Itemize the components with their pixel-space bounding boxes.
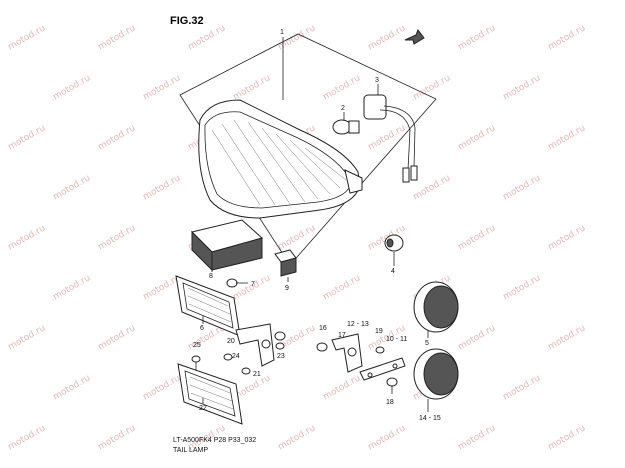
watermark-text: motod.ru bbox=[547, 423, 588, 452]
watermark-text: motod.ru bbox=[457, 423, 498, 452]
callout-3: 3 bbox=[375, 77, 379, 84]
watermark-text: motod.ru bbox=[547, 123, 588, 152]
watermark-text: motod.ru bbox=[7, 423, 48, 452]
bolt-25 bbox=[191, 355, 201, 370]
watermark-text: motod.ru bbox=[52, 173, 93, 202]
bracket-right bbox=[331, 333, 363, 373]
watermark-text: motod.ru bbox=[412, 173, 453, 202]
reflector-lower bbox=[177, 363, 243, 425]
watermark-text: motod.ru bbox=[457, 123, 498, 152]
watermark-text: motod.ru bbox=[502, 273, 543, 302]
watermark-text: motod.ru bbox=[322, 373, 363, 402]
small-cushion bbox=[274, 249, 297, 277]
callout-16: 16 bbox=[319, 325, 327, 332]
watermark-text: motod.ru bbox=[97, 423, 138, 452]
washer-20 bbox=[223, 353, 233, 361]
watermark-text: motod.ru bbox=[7, 123, 48, 152]
watermark-text: motod.ru bbox=[547, 323, 588, 352]
bulb bbox=[332, 119, 360, 135]
watermark-text: motod.ru bbox=[547, 23, 588, 52]
watermark-text: motod.ru bbox=[142, 73, 183, 102]
nut-7 bbox=[226, 278, 238, 288]
watermark-text: motod.ru bbox=[187, 23, 228, 52]
watermark-text: motod.ru bbox=[322, 273, 363, 302]
watermark-text: motod.ru bbox=[457, 223, 498, 252]
watermark-text: motod.ru bbox=[367, 23, 408, 52]
reflector-upper bbox=[175, 275, 241, 337]
washer-23 bbox=[274, 331, 286, 350]
watermark-text: motod.ru bbox=[502, 173, 543, 202]
lamp-unit-lower bbox=[413, 348, 459, 400]
tail-lamp-housing bbox=[198, 99, 363, 219]
watermark-text: motod.ru bbox=[7, 323, 48, 352]
watermark-text: motod.ru bbox=[52, 373, 93, 402]
bracket-left bbox=[235, 323, 275, 367]
leader-lines bbox=[202, 37, 429, 412]
callout-14-15: 14 - 15 bbox=[419, 415, 441, 422]
watermark-text: motod.ru bbox=[322, 73, 363, 102]
callout-23: 23 bbox=[277, 353, 285, 360]
watermark-text: motod.ru bbox=[7, 23, 48, 52]
callout-9: 9 bbox=[285, 285, 289, 292]
watermark-text: motod.ru bbox=[502, 73, 543, 102]
watermark-text: motod.ru bbox=[7, 223, 48, 252]
model-code: LT-A500FK4 P28 P33_032 bbox=[173, 437, 256, 444]
figure-title: FIG.32 bbox=[170, 15, 204, 27]
callout-4: 4 bbox=[391, 268, 395, 275]
washer-19 bbox=[375, 346, 385, 354]
watermark-text: motod.ru bbox=[277, 423, 318, 452]
watermark-text: motod.ru bbox=[97, 123, 138, 152]
watermark-text: motod.ru bbox=[457, 23, 498, 52]
callout-20: 20 bbox=[227, 338, 235, 345]
watermark-text: motod.ru bbox=[367, 123, 408, 152]
watermark-text: motod.ru bbox=[367, 423, 408, 452]
watermark-text: motod.ru bbox=[547, 223, 588, 252]
washer-21 bbox=[241, 367, 251, 375]
callout-19: 19 bbox=[375, 328, 383, 335]
watermark-text: motod.ru bbox=[97, 323, 138, 352]
watermark-text: motod.ru bbox=[97, 23, 138, 52]
callout-24: 24 bbox=[232, 353, 240, 360]
bolt-18 bbox=[386, 377, 398, 394]
watermark-text: motod.ru bbox=[457, 323, 498, 352]
socket-harness bbox=[363, 94, 418, 183]
watermark-text: motod.ru bbox=[52, 73, 93, 102]
watermark-text: motod.ru bbox=[502, 373, 543, 402]
callout-12-13: 12 - 13 bbox=[347, 321, 369, 328]
watermark-text: motod.ru bbox=[52, 273, 93, 302]
callout-25: 25 bbox=[193, 342, 201, 349]
callout-5: 5 bbox=[425, 340, 429, 347]
callout-10-11: 10 - 11 bbox=[386, 336, 407, 343]
lamp-unit-upper bbox=[413, 281, 459, 333]
watermark-text: motod.ru bbox=[142, 373, 183, 402]
watermark-text: motod.ru bbox=[277, 223, 318, 252]
callout-21: 21 bbox=[253, 371, 261, 378]
plate-10-11 bbox=[359, 357, 406, 381]
watermark-text: motod.ru bbox=[142, 173, 183, 202]
callout-1: 1 bbox=[280, 29, 284, 36]
callout-6: 6 bbox=[200, 325, 204, 332]
grommet bbox=[384, 234, 404, 252]
watermark-text: motod.ru bbox=[97, 223, 138, 252]
figure-caption: TAIL LAMP bbox=[173, 447, 208, 454]
callout-18: 18 bbox=[386, 399, 394, 406]
callout-7: 7 bbox=[251, 281, 255, 288]
callout-22: 22 bbox=[199, 405, 207, 412]
front-arrow-icon bbox=[404, 28, 425, 45]
callout-8: 8 bbox=[209, 273, 213, 280]
watermark-text: motod.ru bbox=[232, 73, 273, 102]
callout-2: 2 bbox=[341, 105, 345, 112]
callout-17: 17 bbox=[338, 332, 346, 339]
watermark-text: motod.ru bbox=[412, 73, 453, 102]
cushion-pad bbox=[191, 219, 264, 272]
washer-16 bbox=[316, 342, 328, 352]
